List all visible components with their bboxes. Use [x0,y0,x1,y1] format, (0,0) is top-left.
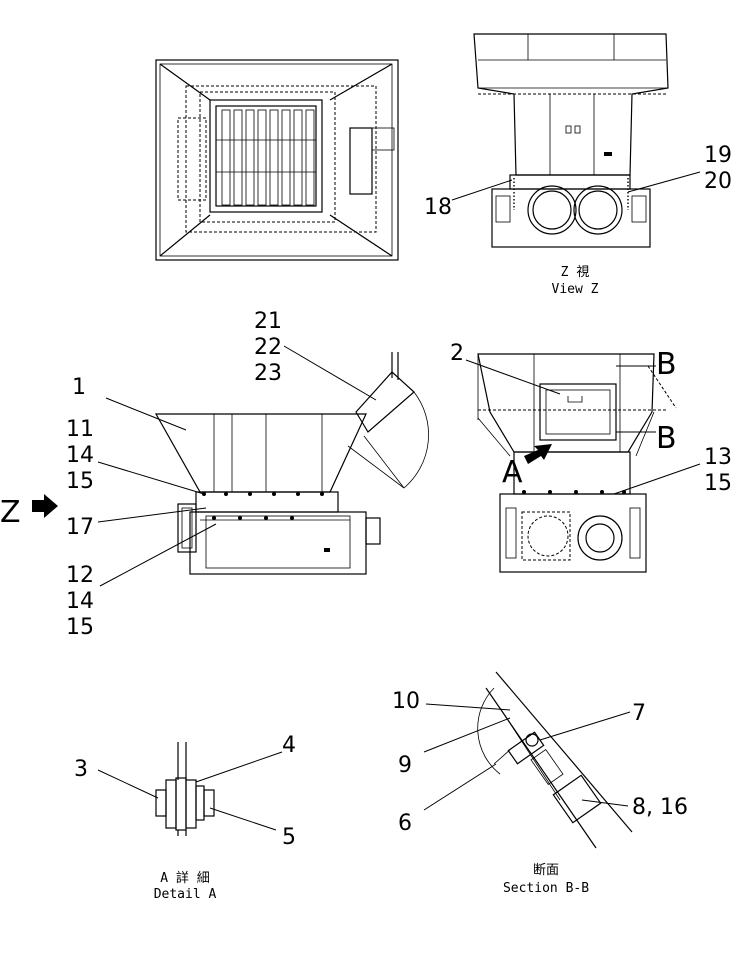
callout-22: 22 [254,335,282,360]
section-bb-drawing [477,671,633,849]
callout-19: 19 [704,143,732,168]
callout-7: 7 [632,701,646,726]
callout-14a: 14 [66,443,94,468]
callout-8-16: 8, 16 [632,795,688,820]
callout-6: 6 [398,811,412,836]
callout-15b: 15 [66,615,94,640]
detail-a-caption: A 詳 細 Detail A [154,870,217,902]
callout-9: 9 [398,753,412,778]
callout-12: 12 [66,563,94,588]
leader-lines [97,171,701,831]
side-view-drawing [154,352,429,575]
callout-23: 23 [254,361,282,386]
view-z-marker: Z [0,494,58,530]
callout-15c: 15 [704,471,732,496]
callout-20: 20 [704,169,732,194]
detail-a-caption-en: Detail A [154,887,217,902]
callout-15a: 15 [66,469,94,494]
section-bb-caption: 断面 Section B-B [503,863,589,896]
callout-11: 11 [66,417,94,442]
section-bb-caption-en: Section B-B [503,881,589,896]
callout-10: 10 [392,689,420,714]
front-view-drawing [477,353,677,573]
view-z-drawing [473,33,669,248]
top-view-drawing [155,59,399,261]
callout-17: 17 [66,515,94,540]
callout-1: 1 [72,375,86,400]
callout-13: 13 [704,445,732,470]
callout-4: 4 [282,733,296,758]
view-z-caption-jp: Z 視 [561,265,590,280]
view-z-caption-en: View Z [552,282,599,297]
view-a-marker: A [502,444,552,490]
section-b-marker: B B [656,347,677,456]
view-z-marker-label: Z [0,495,21,530]
section-b-marker-bottom: B [656,421,677,456]
detail-a-caption-jp: A 詳 細 [160,870,209,886]
section-b-marker-top: B [656,347,677,382]
callout-14b: 14 [66,589,94,614]
callouts: 1 11 14 15 17 12 14 15 21 22 23 18 19 20… [66,143,732,850]
view-z-arrow-icon [32,494,58,518]
callout-2: 2 [450,341,464,366]
view-z-caption: Z 視 View Z [552,265,599,297]
view-a-arrow-icon [524,444,552,464]
callout-3: 3 [74,757,88,782]
callout-18: 18 [424,195,452,220]
callout-21: 21 [254,309,282,334]
view-a-marker-label: A [502,455,523,490]
detail-a-drawing [155,742,215,836]
section-bb-caption-jp: 断面 [533,863,559,878]
callout-5: 5 [282,825,296,850]
